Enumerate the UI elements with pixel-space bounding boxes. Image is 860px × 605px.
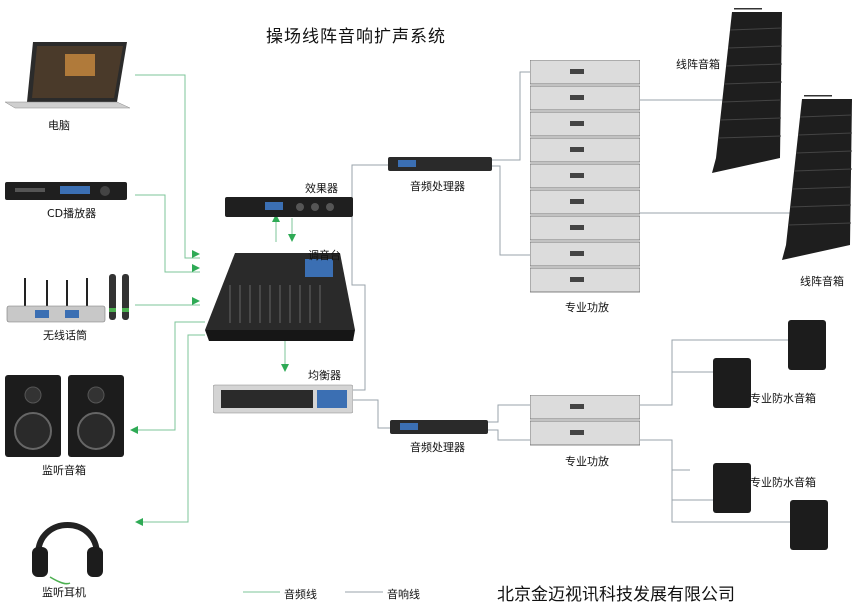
line-array-1-label: 线阵音箱 [676,58,720,71]
legend-speaker-line: 音响线 [387,588,420,601]
upper-processor-label: 音频处理器 [410,180,465,193]
equalizer-label: 均衡器 [308,369,341,382]
line-array-2-label: 线阵音箱 [800,275,844,288]
lower-amp-rack [530,395,640,446]
mixer-icon [205,253,355,341]
waterproof-speaker-icon [790,500,828,550]
monitor-speaker-icon [5,375,124,457]
monitor-speaker-label: 监听音箱 [42,464,86,477]
computer-label: 电脑 [48,119,70,132]
monitor-headphones-label: 监听耳机 [42,586,86,599]
wireless-mic-icon [6,274,129,323]
wire-computer-mixer [135,74,200,259]
waterproof-speaker-icon [713,358,751,408]
cd-player-icon [5,182,127,200]
upper-processor-icon [388,157,492,171]
effects-label: 效果器 [305,182,338,195]
waterproof-1-label: 专业防水音箱 [750,392,816,405]
legend-audio-line: 音频线 [284,588,317,601]
wire-eq-riser [351,207,366,391]
wire-cd-mixer [135,194,200,273]
upper-amp-label: 专业功放 [565,301,609,314]
company-name: 北京金迈视讯科技发展有限公司 [497,585,735,605]
lower-processor-label: 音频处理器 [410,441,465,454]
waterproof-speaker-icon [713,463,751,513]
wire-mixer-proc1 [351,164,388,207]
cd-player-label: CD播放器 [47,207,97,220]
effects-unit-icon [225,197,353,217]
line-array-2-icon [782,95,853,260]
diagram-title: 操场线阵音响扩声系统 [266,27,446,47]
amp-stack [530,60,640,293]
wire-mixer-monitor [135,321,205,431]
wireless-mic-label: 无线话筒 [43,329,87,342]
waterproof-2-label: 专业防水音箱 [750,476,816,489]
waterproof-speaker-icon [788,320,826,370]
wire-mixer-headphones [140,334,205,523]
lower-processor-icon [390,420,488,434]
lower-amp-label: 专业功放 [565,455,609,468]
headphones-icon [32,522,103,585]
laptop-icon [5,42,130,109]
equalizer-icon [213,384,353,414]
upper-amp-rack [530,60,640,293]
line-array-1-icon [712,8,783,173]
wire-eq-proc2 [352,399,390,429]
mixer-label: 调音台 [308,249,341,262]
